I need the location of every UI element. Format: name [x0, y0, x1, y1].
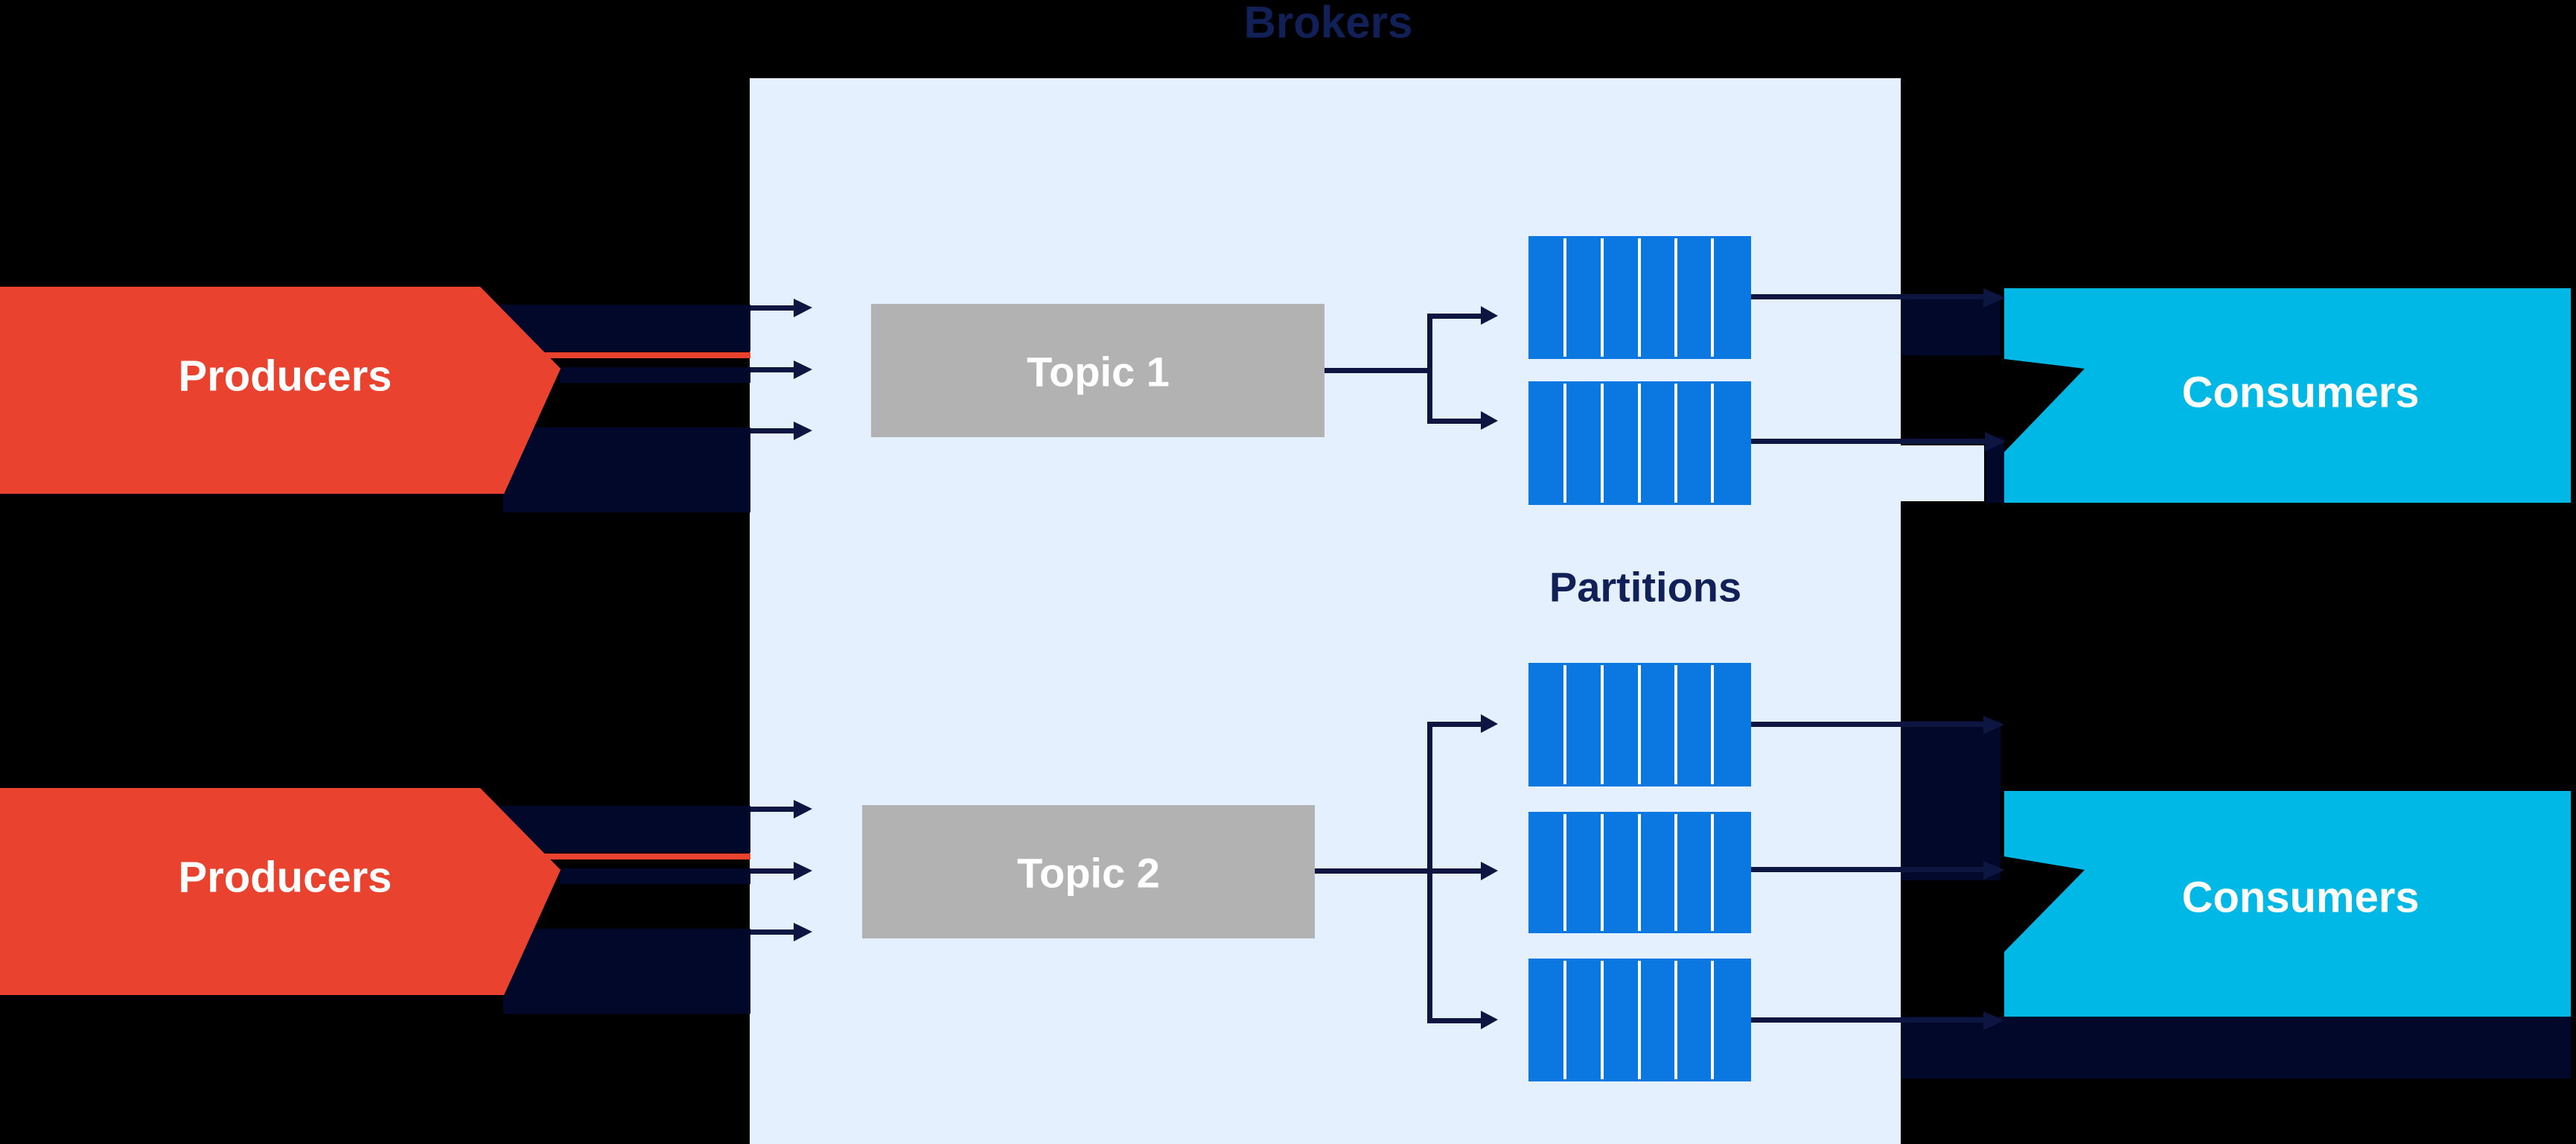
arrowhead-icon: [794, 862, 812, 880]
producer-2-label: Producers: [179, 854, 392, 902]
arrowhead-icon: [794, 800, 812, 819]
partitions-label: Partitions: [1549, 564, 1741, 611]
topic-1-partition-2-dividers: [1563, 384, 1714, 503]
producer-1-stream-block-bottom: [503, 428, 750, 512]
consumer-1-label: Consumers: [2181, 369, 2419, 417]
topic-2-box: [862, 805, 1315, 938]
topic-2-partitions-to-consumer-2-arrows: [1751, 716, 2005, 1030]
arrowhead-icon: [1985, 432, 2006, 451]
producer-2-red-stream-line: [521, 854, 750, 859]
arrowhead-icon: [794, 299, 812, 317]
consumer-1-panel-bridge: [1901, 445, 1984, 501]
arrowhead-icon: [1983, 716, 2004, 734]
consumer-2-label: Consumers: [2181, 874, 2419, 922]
producer-1-stream-band-mid: [560, 367, 750, 383]
topic-2-partition-3-dividers: [1563, 961, 1714, 1079]
consumer-2-arrow-shape: [2004, 791, 2571, 1017]
arrowhead-icon: [1481, 714, 1498, 733]
arrowhead-icon: [1481, 306, 1498, 325]
producer-2-stream-band-mid: [560, 868, 750, 884]
topic-1-label: Topic 1: [1027, 349, 1170, 395]
topic-1-box: [871, 304, 1324, 437]
producer-1-to-topic-1-arrows: [750, 299, 812, 440]
topic-2-partition-2-dividers: [1563, 814, 1714, 931]
producer-1-label: Producers: [179, 352, 392, 401]
consumer-1-arrow-shape: [2004, 288, 2571, 503]
arrowhead-icon: [794, 360, 812, 379]
topic-1-partitions-to-consumer-1-arrows: [1751, 288, 2006, 451]
arrowhead-icon: [794, 923, 812, 941]
topic-1-to-partitions-connector: [1324, 306, 1498, 430]
arrowhead-icon: [1481, 1011, 1498, 1029]
arrowhead-icon: [794, 422, 812, 440]
topic-2-partition-1-dividers: [1563, 665, 1714, 784]
arrowhead-icon: [1983, 861, 2005, 880]
producer-2-to-topic-2-arrows: [750, 800, 812, 941]
arrowhead-icon: [1481, 411, 1498, 430]
arrowhead-icon: [1481, 862, 1498, 880]
topic-2-to-partitions-connector: [1315, 714, 1498, 1029]
consumer-2-stream-block-top: [1901, 721, 2000, 862]
arrowhead-icon: [1983, 1011, 2004, 1030]
producer-1-red-stream-line: [521, 352, 750, 358]
producer-2-stream-block-bottom: [503, 929, 750, 1014]
topic-2-label: Topic 2: [1017, 850, 1160, 897]
topic-1-partition-1-dividers: [1563, 238, 1714, 357]
producer-2-arrow-shape: [0, 788, 561, 995]
brokers-title: Brokers: [1244, 0, 1413, 48]
producer-1-arrow-shape: [0, 287, 561, 494]
arrowhead-icon: [1983, 288, 2005, 308]
consumer-2-stream-band-bottom: [1901, 1017, 2571, 1078]
